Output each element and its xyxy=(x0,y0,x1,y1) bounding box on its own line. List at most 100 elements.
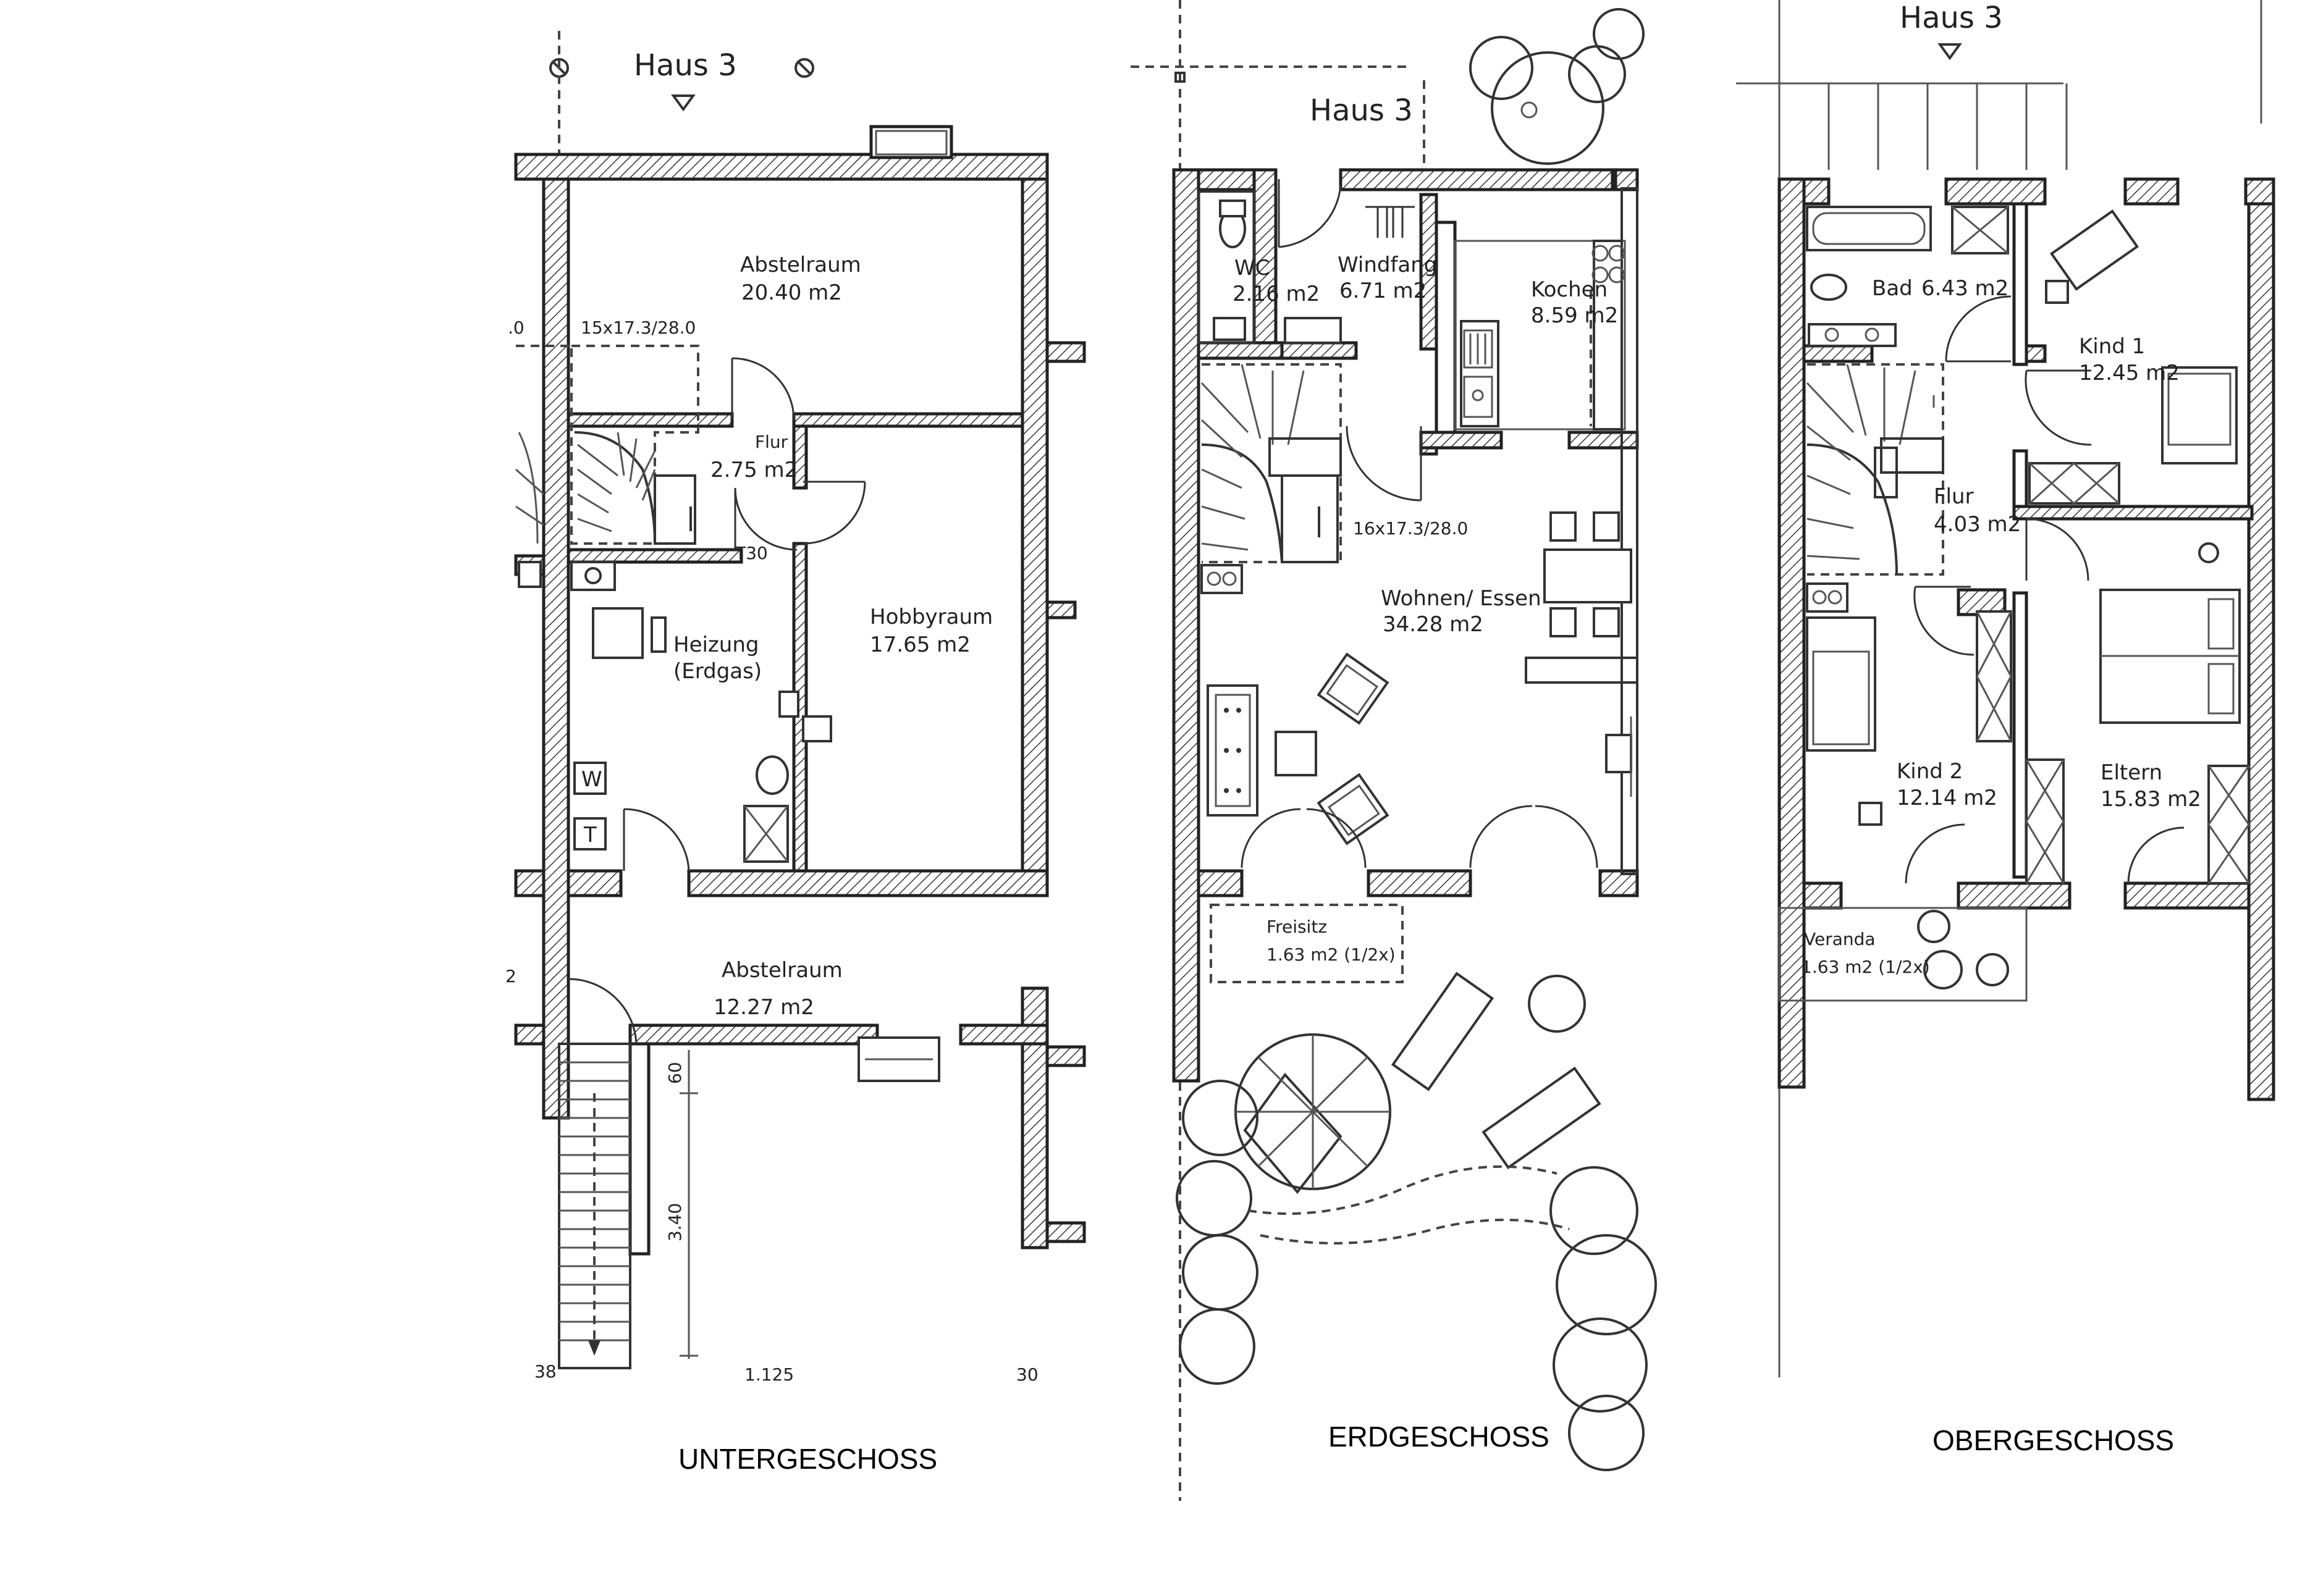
og-double-sink xyxy=(1808,323,1897,347)
eg-kitchen-area xyxy=(1454,240,1626,430)
eg-kitchen-stove xyxy=(1593,240,1623,430)
eg-room-wohnen-name: Wohnen/ Essen xyxy=(1381,586,1541,611)
og-eltern-dresser xyxy=(2025,758,2065,884)
og-room-flur-name: Flur xyxy=(1934,484,1974,509)
ug-dryer xyxy=(573,817,607,850)
ug-staircase xyxy=(515,345,699,545)
eg-coffee-table xyxy=(1275,731,1317,776)
ug-stair-note-left: .0 xyxy=(508,317,525,338)
og-room-bad-area: 6.43 m2 xyxy=(1921,276,2008,301)
og-haus-label: Haus 3 xyxy=(1900,1,2003,35)
untergeschoss-plan: Haus 3 xyxy=(505,31,1086,1475)
og-room-veranda-area: 1.63 m2 (1/2x) xyxy=(1801,957,1930,977)
ug-sink xyxy=(756,755,789,795)
ug-dim-bottom-left: 38 xyxy=(534,1361,557,1382)
ug-washer-label: W xyxy=(581,767,602,792)
ug-room-hobby-area: 17.65 m2 xyxy=(870,632,971,657)
eg-room-windfang-name: Windfang xyxy=(1338,253,1437,277)
eg-stair-note: 16x17.3/28.0 xyxy=(1353,518,1468,539)
ug-room-abstell1-name: Abstelraum xyxy=(740,253,861,277)
eg-room-freisitz-name: Freisitz xyxy=(1267,917,1327,937)
eg-haus-label: Haus 3 xyxy=(1310,93,1413,128)
og-room-flur-area: 4.03 m2 xyxy=(1934,512,2021,537)
eg-room-kochen-name: Kochen xyxy=(1531,277,1608,302)
og-veranda-area xyxy=(1778,907,2028,1002)
og-eltern-wardrobe xyxy=(2207,765,2250,884)
og-staircase xyxy=(1806,363,1944,576)
og-floor-title: OBERGESCHOSS xyxy=(1932,1424,2174,1456)
ug-haus-label: Haus 3 xyxy=(634,48,737,83)
og-toilet xyxy=(1810,274,1847,301)
ug-room-abstell2-area: 12.27 m2 xyxy=(714,995,814,1020)
eg-room-wc-name: WC xyxy=(1234,256,1270,280)
og-room-bad-name: Bad xyxy=(1872,276,1913,301)
obergeschoss-plan: Haus 3 xyxy=(1736,0,2275,1456)
og-room-kind1-area: 12.45 m2 xyxy=(2079,361,2180,385)
eg-tree-top xyxy=(1469,8,1645,165)
og-room-kind2-name: Kind 2 xyxy=(1897,759,1963,784)
eg-sideboard xyxy=(1525,657,1638,684)
ug-room-flur-area: 2.75 m2 xyxy=(710,458,798,482)
ug-washer xyxy=(573,762,607,795)
eg-door-entrance[interactable] xyxy=(1365,206,1415,238)
og-kind1-desk xyxy=(2049,209,2139,291)
og-kind2-wardrobe xyxy=(1976,610,2012,742)
eg-room-wc-area: 2.16 m2 xyxy=(1233,282,1320,306)
ug-door-abstell2[interactable] xyxy=(623,808,690,872)
og-kind1-wardrobe xyxy=(2028,462,2120,505)
og-door-veranda[interactable] xyxy=(1905,823,2185,884)
eg-staircase xyxy=(1200,363,1342,563)
og-right-wall xyxy=(2247,202,2275,1101)
ug-boiler xyxy=(592,607,644,659)
eg-room-windfang-area: 6.71 m2 xyxy=(1339,279,1427,303)
ug-door-abstell[interactable] xyxy=(731,357,795,421)
eg-terrace-door-right[interactable] xyxy=(1469,805,1598,868)
og-door-kind1[interactable] xyxy=(2025,369,2092,446)
ug-dryer-label: T xyxy=(583,823,597,847)
ug-right-wall xyxy=(1021,177,1049,897)
eg-lounger-1 xyxy=(1391,972,1494,1091)
ug-room-hobby-name: Hobbyraum xyxy=(870,605,993,629)
ug-door-hobby[interactable] xyxy=(803,481,866,545)
ug-room-abstell1-area: 20.40 m2 xyxy=(741,280,842,305)
og-kind1-bed xyxy=(2161,366,2238,464)
ug-stair-note: 15x17.3/28.0 xyxy=(581,317,696,338)
og-door-bad[interactable] xyxy=(1945,295,2012,363)
ug-exterior-stair xyxy=(558,1043,631,1369)
ug-dim-mid: 3.40 xyxy=(665,1203,685,1241)
eg-dining-table xyxy=(1543,548,1632,603)
og-room-eltern-area: 15.83 m2 xyxy=(2101,787,2201,812)
erdgeschoss-plan: Haus 3 xyxy=(1131,0,1657,1501)
og-roof-overhang xyxy=(1736,82,2068,170)
og-door-kind2[interactable] xyxy=(1913,586,1975,656)
ug-left-wall xyxy=(542,177,570,1120)
ug-edge-label: 2 xyxy=(505,966,516,986)
eg-armchair-2 xyxy=(1317,773,1389,846)
ug-door-outside[interactable] xyxy=(568,978,638,1044)
ug-header: Haus 3 xyxy=(549,31,814,167)
eg-garden xyxy=(1176,972,1657,1471)
ug-door-t30-label: T30 xyxy=(735,543,768,563)
ug-room-heizung-sub: (Erdgas) xyxy=(673,659,762,684)
eg-door-wc[interactable] xyxy=(1278,179,1342,248)
eg-lounger-2 xyxy=(1481,1066,1601,1170)
ug-top-wall xyxy=(514,153,1049,181)
eg-terrace-door-left[interactable] xyxy=(1241,808,1367,868)
og-room-kind2-area: 12.14 m2 xyxy=(1897,786,1997,810)
eg-room-freisitz-area: 1.63 m2 (1/2x) xyxy=(1267,944,1396,965)
og-bathtub xyxy=(1806,206,1932,251)
eg-freisitz-area xyxy=(1210,904,1404,983)
og-room-kind1-name: Kind 1 xyxy=(2079,334,2145,359)
ug-dim-bottom-mid: 1.125 xyxy=(744,1364,794,1385)
eg-room-wohnen-area: 34.28 m2 xyxy=(1383,612,1483,637)
ug-dim-bottom-right: 30 xyxy=(1016,1364,1039,1385)
eg-garden-table xyxy=(1528,975,1586,1033)
ug-room-heizung-name: Heizung xyxy=(673,632,759,657)
eg-left-wall xyxy=(1172,168,1200,1083)
ug-door-heizung[interactable] xyxy=(734,487,798,551)
og-door-eltern[interactable] xyxy=(2025,518,2089,581)
ug-room-abstell2-name: Abstelraum xyxy=(722,958,843,983)
eg-door-living[interactable] xyxy=(1346,426,1422,502)
eg-room-kochen-area: 8.59 m2 xyxy=(1531,303,1618,328)
